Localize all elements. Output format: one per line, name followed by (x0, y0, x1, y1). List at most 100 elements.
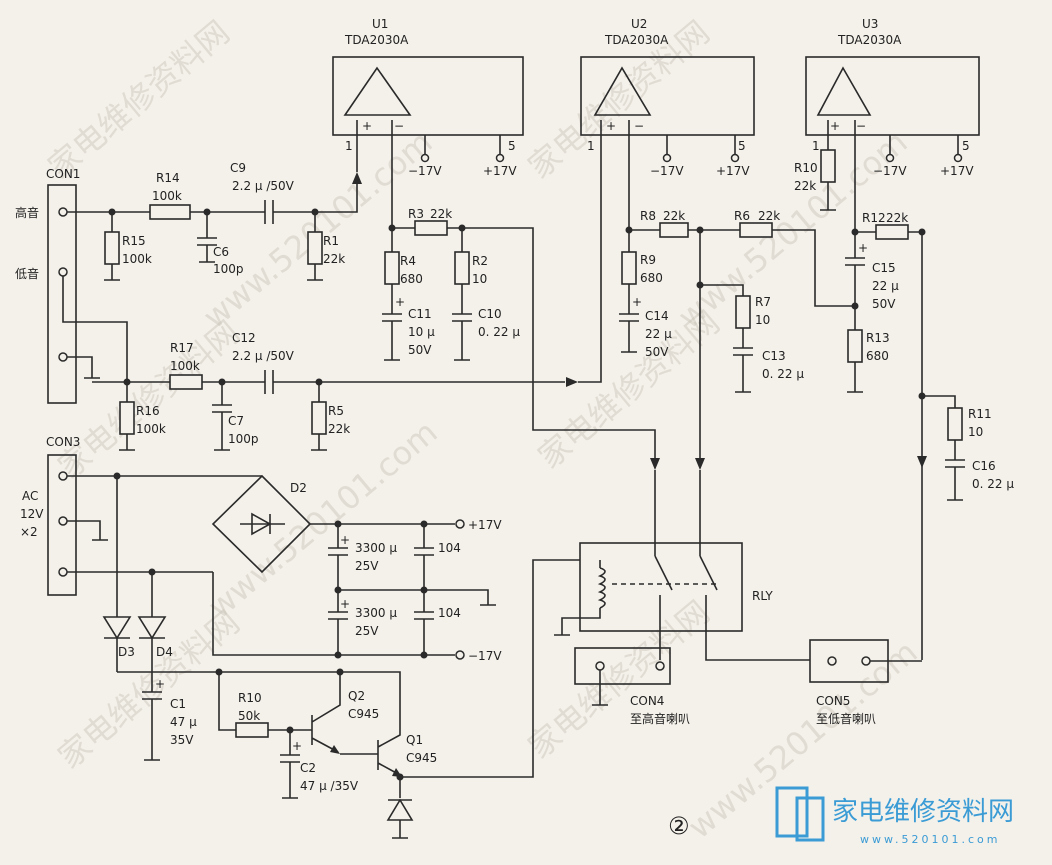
d2-ref: D2 (290, 481, 307, 495)
con5-label: CON5 (816, 694, 850, 708)
watermark-text: 家电维修资料网 (51, 313, 247, 486)
u1-pin1: 1 (345, 139, 353, 153)
c1-ref: C1 (170, 697, 186, 711)
c6-ref: C6 (213, 245, 229, 259)
con4-desc: 至高音喇叭 (630, 711, 690, 726)
pos-rail-out: +17V (468, 518, 502, 532)
cap3300b-volt: 25V (355, 624, 379, 638)
c2-ref: C2 (300, 761, 316, 775)
c11-val2: 50V (408, 343, 432, 357)
figure-number: ② (668, 812, 690, 840)
con1-label: CON1 (46, 167, 80, 181)
r10a-val: 22k (794, 179, 816, 193)
u3-pin5: 5 (962, 139, 970, 153)
r13-ref: R13 (866, 331, 890, 345)
r12-ref: R12 (862, 211, 886, 225)
watermark-text: 家电维修资料网 (41, 13, 237, 186)
c6-val: 100p (213, 262, 244, 276)
q2-ref: Q2 (348, 689, 365, 703)
c16-val: 0. 22 μ (972, 477, 1014, 491)
r10b-ref: R10 (238, 691, 262, 705)
c14-val2: 50V (645, 345, 669, 359)
u1-pos-rail: +17V (483, 164, 517, 178)
r2-ref: R2 (472, 254, 488, 268)
logo-url: www.520101.com (860, 833, 1000, 846)
svg-text:+: + (340, 533, 350, 547)
u3-minus: − (856, 119, 866, 133)
r11-ref: R11 (968, 407, 992, 421)
u3-neg-rail: −17V (873, 164, 907, 178)
u1-minus: − (394, 119, 404, 133)
r4-val: 680 (400, 272, 423, 286)
watermark-text: 家电维修资料网 (521, 593, 717, 766)
connector-con5: CON5 至低音喇叭 (809, 639, 922, 726)
r10b-val: 50k (238, 709, 260, 723)
c15-val2: 50V (872, 297, 896, 311)
r5-val: 22k (328, 422, 350, 436)
logo-title: 家电维修资料网 (832, 797, 1014, 827)
con3-12v: 12V (20, 507, 44, 521)
u2-part: TDA2030A (604, 33, 669, 47)
svg-text:+: + (155, 677, 165, 691)
u3-plus: + (830, 119, 840, 133)
c1-val2: 35V (170, 733, 194, 747)
cap104b-val: 104 (438, 606, 461, 620)
c12-val: 2.2 μ /50V (232, 349, 295, 363)
r7-val: 10 (755, 313, 770, 327)
c11-ref: C11 (408, 307, 432, 321)
c9-ref: C9 (230, 161, 246, 175)
con3-ac: AC (22, 489, 38, 503)
r6-val: 22k (758, 209, 780, 223)
svg-text:+: + (858, 241, 868, 255)
svg-text:+: + (395, 295, 405, 309)
u3-ref: U3 (862, 17, 878, 31)
svg-text:+: + (632, 295, 642, 309)
u2-neg-rail: −17V (650, 164, 684, 178)
r3-label: R3 (408, 207, 424, 221)
c12-ref: C12 (232, 331, 256, 345)
c13-ref: C13 (762, 349, 786, 363)
relay-rly: RLY (554, 470, 810, 661)
c10-ref: C10 (478, 307, 502, 321)
c10-val: 0. 22 μ (478, 325, 520, 339)
watermark-text: 家电维修资料网 (51, 603, 247, 776)
r7-ref: R7 (755, 295, 771, 309)
con3-label: CON3 (46, 435, 80, 449)
r9-ref: R9 (640, 253, 656, 267)
u1-part: TDA2030A (344, 33, 409, 47)
r13-val: 680 (866, 349, 889, 363)
site-logo: 家电维修资料网 www.520101.com (775, 786, 1014, 846)
c13-val: 0. 22 μ (762, 367, 804, 381)
c1-val1: 47 μ (170, 715, 197, 729)
r17-ref: R17 (170, 341, 194, 355)
r15-ref: R15 (122, 234, 146, 248)
r10a-ref: R10 (794, 161, 818, 175)
con1-high: 高音 (15, 205, 39, 220)
c9-val: 2.2 μ /50V (232, 179, 295, 193)
u3-pin1: 1 (812, 139, 820, 153)
cap104a-val: 104 (438, 541, 461, 555)
svg-text:+: + (340, 597, 350, 611)
r8-ref: R8 (640, 209, 656, 223)
r9-val: 680 (640, 271, 663, 285)
c14-val1: 22 μ (645, 327, 672, 341)
u3-pos-rail: +17V (940, 164, 974, 178)
r5-ref: R5 (328, 404, 344, 418)
r8-val: 22k (663, 209, 685, 223)
con3-x2: ×2 (20, 525, 38, 539)
r4-ref: R4 (400, 254, 416, 268)
cap3300a-val: 3300 μ (355, 541, 397, 555)
u1-plus: + (362, 119, 372, 133)
r12-val: 22k (886, 211, 908, 225)
r11-val: 10 (968, 425, 983, 439)
c15-ref: C15 (872, 261, 896, 275)
r1-ref: R1 (323, 234, 339, 248)
cap3300b-val: 3300 μ (355, 606, 397, 620)
u1-neg-rail: −17V (408, 164, 442, 178)
r16-val: 100k (136, 422, 166, 436)
u2-ref: U2 (631, 17, 647, 31)
c7-ref: C7 (228, 414, 244, 428)
r3-val: 22k (430, 207, 452, 221)
rly-label: RLY (752, 589, 773, 603)
r15-val: 100k (122, 252, 152, 266)
